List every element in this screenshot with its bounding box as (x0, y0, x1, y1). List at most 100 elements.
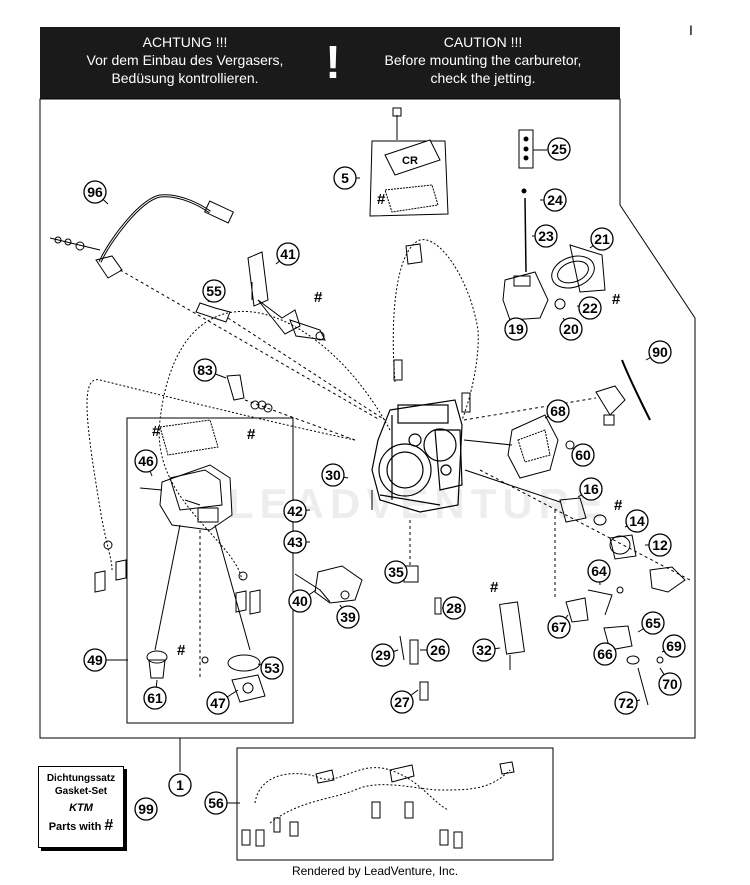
warning-banner (40, 27, 620, 99)
callout-label-41: 41 (280, 246, 296, 262)
callout-circle-16 (579, 477, 603, 501)
callout-circle-61 (143, 686, 167, 710)
gasket-hash-mark: # (152, 423, 161, 440)
callout-circle-21 (590, 227, 614, 251)
callout-circle-26 (426, 638, 450, 662)
gasket-hash-mark: # (314, 289, 323, 306)
warning-german: ACHTUNG !!! Vor dem Einbau des Vergasers… (60, 33, 310, 87)
jets (399, 520, 442, 701)
warning-english-line2: check the jetting. (430, 70, 536, 86)
callout-circle-39 (336, 605, 360, 629)
callout-label-67: 67 (551, 619, 567, 635)
callout-circle-12 (648, 533, 672, 557)
fuel-screw (226, 374, 356, 441)
callout-label-19: 19 (508, 321, 524, 337)
callout-label-27: 27 (394, 694, 410, 710)
callout-circle-24 (543, 188, 567, 212)
callout-label-1: 1 (176, 777, 184, 793)
warning-english: CAUTION !!! Before mounting the carburet… (356, 33, 610, 87)
warning-english-line1: Before mounting the carburetor, (384, 52, 582, 68)
callout-circle-90 (648, 340, 672, 364)
hose-kit-box (236, 747, 554, 861)
callout-circle-60 (571, 443, 595, 467)
callout-circle-14 (625, 509, 649, 533)
gasket-hash-mark: # (377, 191, 386, 208)
gasket-hash-marks: ######## (152, 191, 623, 659)
callout-label-24: 24 (547, 192, 563, 208)
throttle-cable (86, 239, 479, 581)
callout-circle-1 (168, 773, 192, 797)
callout-label-69: 69 (666, 638, 682, 654)
callout-label-47: 47 (210, 695, 226, 711)
outer-frame (39, 98, 696, 739)
gasket-hash-mark: # (614, 497, 623, 514)
parts-with-label: Parts with (48, 821, 102, 833)
callout-label-49: 49 (87, 652, 103, 668)
pump-rod (521, 188, 527, 273)
callout-label-40: 40 (292, 593, 308, 609)
callout-circle-30 (321, 463, 345, 487)
callout-label-83: 83 (197, 362, 213, 378)
callout-label-90: 90 (652, 344, 668, 360)
callout-circle-43 (283, 530, 307, 554)
callout-circle-5 (333, 166, 357, 190)
gasket-legend-parts-with: Parts with # (39, 817, 123, 834)
callout-circle-25 (547, 137, 571, 161)
warning-german-title: ACHTUNG !!! (142, 34, 228, 50)
callout-label-29: 29 (375, 647, 391, 663)
callout-circle-28 (442, 596, 466, 620)
vent-hose-connectors (330, 243, 471, 510)
needle-assembly (499, 601, 525, 670)
callout-label-70: 70 (662, 676, 678, 692)
callout-label-46: 46 (138, 453, 154, 469)
hot-start-valve (247, 251, 326, 341)
callout-label-30: 30 (325, 467, 341, 483)
callout-circle-68 (546, 399, 570, 423)
callout-label-35: 35 (388, 564, 404, 580)
callout-circle-83 (193, 358, 217, 382)
callout-circle-67 (547, 615, 571, 639)
top-cover: CR (369, 107, 449, 217)
callout-label-20: 20 (563, 321, 579, 337)
svg-text:CR: CR (402, 155, 418, 167)
callout-label-55: 55 (206, 283, 222, 299)
callout-label-99: 99 (138, 801, 154, 817)
callout-label-22: 22 (582, 300, 598, 316)
callout-circle-22 (578, 296, 602, 320)
callout-label-21: 21 (594, 231, 610, 247)
warning-german-line1: Vor dem Einbau des Vergasers, (86, 52, 284, 68)
warning-exclamation-icon: ! (325, 36, 341, 88)
gasket-hash-mark: # (612, 291, 621, 308)
callout-circle-66 (593, 642, 617, 666)
gasket-hash-mark: # (247, 426, 256, 443)
callout-label-32: 32 (476, 642, 492, 658)
callout-label-16: 16 (583, 481, 599, 497)
cable-ends (94, 540, 261, 615)
callout-label-53: 53 (264, 660, 280, 676)
part-25-plug (518, 129, 547, 169)
callout-circle-42 (283, 499, 307, 523)
hose-kit (241, 761, 515, 849)
callout-circle-65 (641, 611, 665, 635)
warning-german-line2: Bedüsung kontrollieren. (111, 70, 259, 86)
callout-label-23: 23 (538, 228, 554, 244)
callout-label-39: 39 (340, 609, 356, 625)
callout-circle-56 (204, 791, 228, 815)
callout-circle-41 (276, 242, 300, 266)
callout-label-61: 61 (147, 690, 163, 706)
float-bowl-box (126, 417, 294, 724)
callout-label-26: 26 (430, 642, 446, 658)
callout-label-56: 56 (208, 795, 224, 811)
throttle-linkage (464, 469, 691, 706)
gasket-hash-mark: # (490, 579, 499, 596)
callout-circle-55 (202, 279, 226, 303)
callout-circle-47 (206, 691, 230, 715)
callout-circle-64 (587, 559, 611, 583)
callout-circle-96 (83, 180, 107, 204)
callout-circle-70 (658, 672, 682, 696)
callout-label-60: 60 (575, 447, 591, 463)
hash-symbol: # (104, 817, 114, 834)
callout-circle-23 (534, 224, 558, 248)
throttle-sensor (463, 414, 575, 479)
